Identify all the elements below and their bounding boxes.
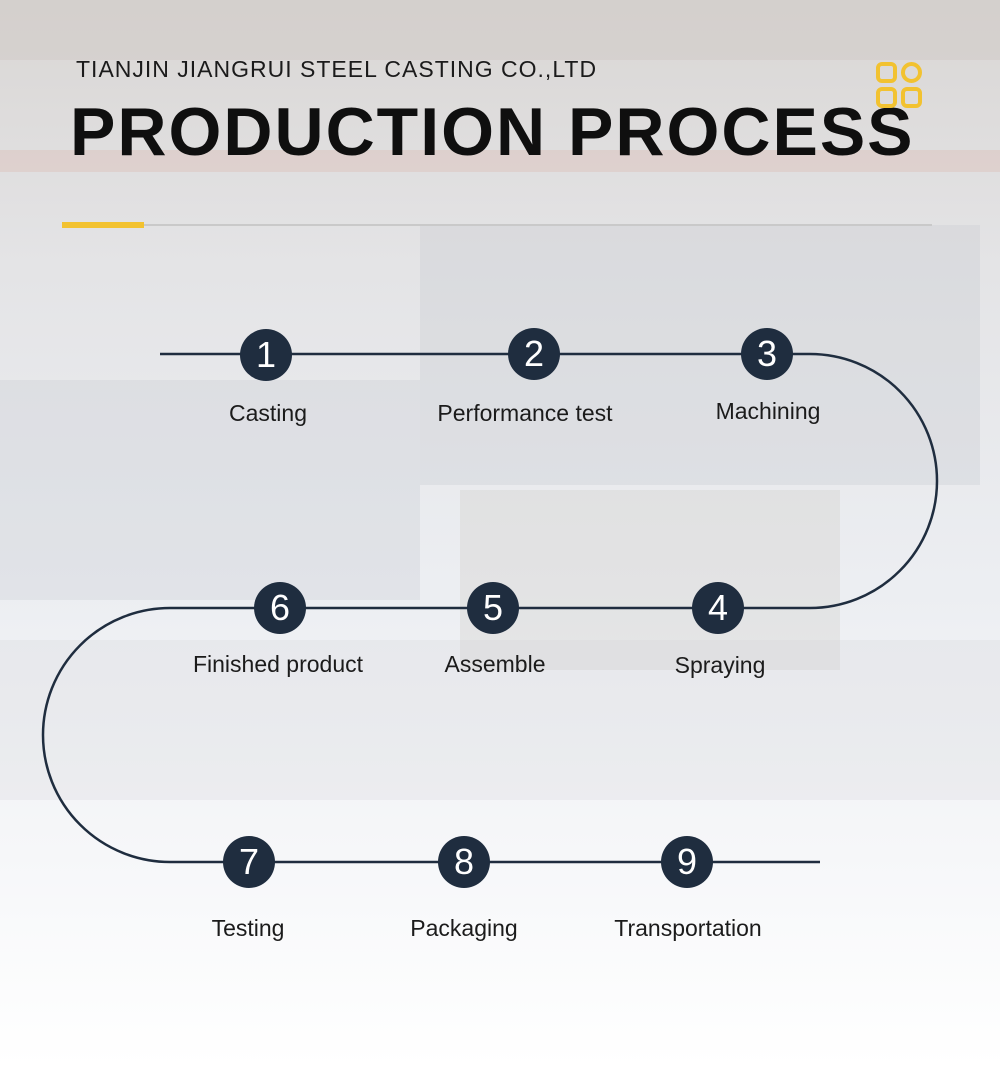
- step-2-label: Performance test: [437, 400, 613, 426]
- page-title: PRODUCTION PROCESS: [70, 94, 915, 170]
- step-9-number: 9: [661, 836, 713, 888]
- step-7-number: 7: [223, 836, 275, 888]
- title-divider: [62, 224, 932, 226]
- step-9-label: Transportation: [614, 915, 762, 941]
- step-7-label: Testing: [211, 915, 285, 941]
- brand-logo-icon: [876, 62, 922, 108]
- step-6-number: 6: [254, 582, 306, 634]
- step-2-number: 2: [508, 328, 560, 380]
- step-3-label: Machining: [715, 398, 821, 424]
- step-1-label: Casting: [229, 400, 307, 426]
- step-5-number: 5: [467, 582, 519, 634]
- company-name: TIANJIN JIANGRUI STEEL CASTING CO.,LTD: [76, 56, 598, 82]
- step-8-label: Packaging: [410, 915, 518, 941]
- step-4-number: 4: [692, 582, 744, 634]
- step-1-number: 1: [240, 329, 292, 381]
- step-8-number: 8: [438, 836, 490, 888]
- step-5-label: Assemble: [444, 651, 546, 677]
- step-4-label: Spraying: [674, 652, 766, 678]
- title-accent-bar: [62, 222, 144, 228]
- step-3-number: 3: [741, 328, 793, 380]
- step-6-label: Finished product: [192, 651, 364, 677]
